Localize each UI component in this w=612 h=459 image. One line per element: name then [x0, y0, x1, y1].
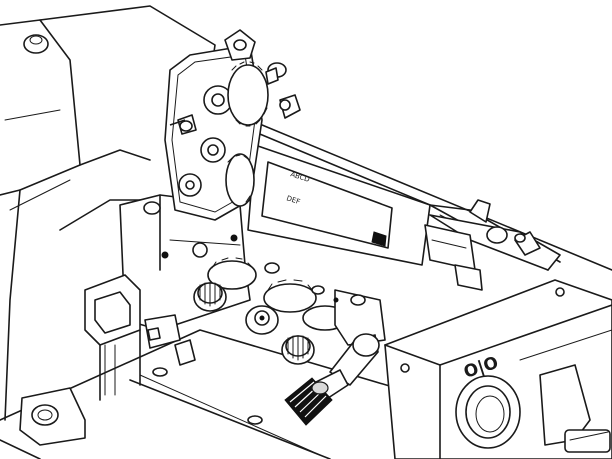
inner-block	[424, 224, 483, 291]
left-foot-bracket	[19, 387, 86, 446]
black-knurled-knob	[284, 377, 333, 426]
display-panel: ABCD DEF	[247, 144, 431, 266]
display-text-line2: DEF	[285, 194, 301, 206]
right-knobs	[469, 199, 541, 256]
right-console	[384, 279, 612, 459]
small-bracket	[144, 314, 196, 366]
right-gear-bracket	[333, 289, 386, 346]
upper-gear	[225, 61, 269, 207]
top-bracket	[224, 29, 301, 119]
hex-bolt	[84, 274, 141, 401]
gear-knobs	[193, 282, 315, 365]
